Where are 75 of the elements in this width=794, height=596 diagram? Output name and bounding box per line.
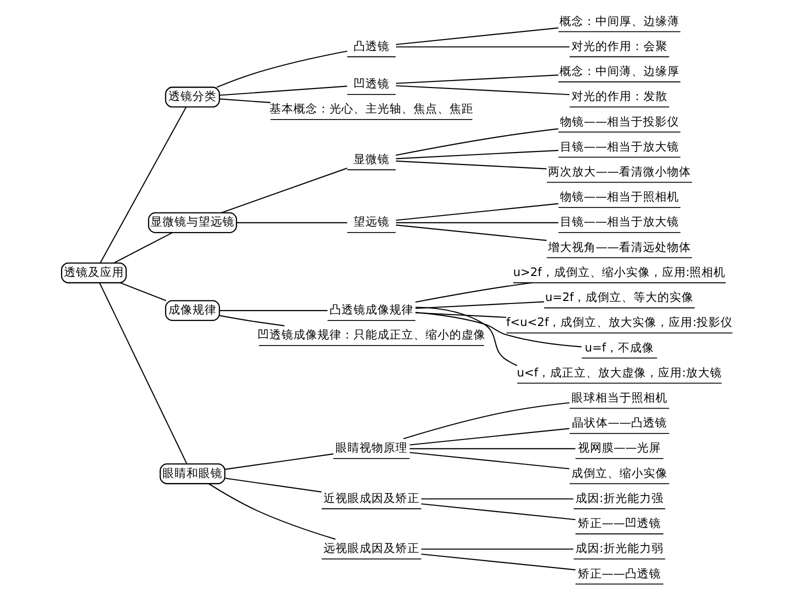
node-box: 成像规律: [165, 300, 220, 321]
connector: [396, 203, 558, 221]
connector: [421, 503, 576, 520]
connector: [396, 224, 547, 241]
node-text: f<u<2f，成倒立、放大实像，应用:投影仪: [506, 315, 733, 330]
node-text: 目镜——相当于放大镜: [560, 214, 680, 229]
connector: [120, 282, 166, 302]
node-text: 显微镜: [353, 152, 390, 166]
node-text: 物镜——相当于照相机: [560, 190, 680, 204]
node-text: 矫正——凹透镜: [578, 516, 662, 530]
connector: [100, 107, 186, 264]
node-text: 成因:折光能力弱: [575, 541, 664, 556]
node-text: u>2f，成倒立、缩小实像，应用:照相机: [513, 264, 726, 279]
connector: [114, 232, 173, 264]
connector: [208, 483, 336, 540]
node-text: 凹透镜: [353, 76, 390, 91]
node-text: 对光的作用：发散: [571, 89, 668, 104]
node-text: 成倒立、缩小实像: [571, 466, 668, 480]
node-text: 矫正——凸透镜: [578, 566, 662, 580]
connector: [99, 282, 188, 464]
connector: [221, 168, 348, 214]
connector: [415, 301, 544, 309]
node-text: 望远镜: [353, 214, 390, 229]
connector: [396, 128, 558, 156]
node-text: 眼睛视物原理: [335, 440, 408, 455]
connector: [421, 498, 574, 500]
node-text: 晶状体——凸透镜: [572, 416, 668, 430]
node-text: 概念：中间厚、边缘薄: [559, 14, 680, 28]
connector: [219, 315, 285, 326]
node-text: 近视眼成因及矫正: [323, 490, 420, 505]
connector: [410, 428, 570, 446]
node-text: 物镜——相当于投影仪: [560, 114, 680, 128]
node-text: 对光的作用：会聚: [571, 38, 668, 53]
node-text: 远视眼成因及矫正: [323, 541, 420, 556]
connector: [421, 548, 574, 550]
node-text: 凸透镜成像规律: [329, 302, 414, 317]
node-text: 眼球相当于照相机: [571, 390, 668, 404]
node-text: 增大视角——看清远处物体: [548, 240, 692, 254]
node-box: 眼睛和眼镜: [160, 463, 226, 484]
node-text: u=f，不成像: [584, 340, 654, 354]
connector: [403, 402, 570, 440]
connector: [396, 222, 558, 224]
connector: [225, 478, 322, 492]
connector: [216, 50, 348, 88]
connector: [421, 554, 576, 570]
node-text: 目镜——相当于放大镜: [560, 139, 680, 154]
connector: [415, 312, 506, 318]
connector: [225, 453, 334, 470]
connector: [220, 86, 348, 96]
node-text: 凸透镜: [353, 38, 390, 53]
node-text: 基本概念：光心、主光轴、焦点、焦距: [269, 102, 474, 116]
connector: [396, 74, 558, 84]
connector: [396, 160, 547, 170]
connector: [396, 85, 570, 96]
connector: [415, 312, 582, 348]
node-text: 视网膜——光屏: [578, 440, 662, 455]
connector: [410, 452, 570, 470]
node-box: 显微镜与望远镜: [148, 212, 238, 234]
connector: [396, 27, 558, 46]
connector: [415, 282, 532, 303]
node-box: 透镜及应用: [61, 262, 127, 284]
node-box: 透镜分类: [165, 86, 220, 108]
connector: [220, 98, 271, 104]
node-text: u=2f，成倒立、等大的实像: [545, 290, 694, 304]
connector: [220, 310, 328, 312]
connector: [416, 306, 518, 366]
node-text: 成因:折光能力强: [575, 490, 664, 505]
connector: [410, 448, 576, 450]
node-text: 概念：中间薄、边缘厚: [559, 64, 680, 78]
connector: [236, 222, 348, 224]
node-text: 两次放大——看清微小物体: [548, 164, 692, 178]
node-text: u<f，成正立、放大虚像，应用:放大镜: [516, 365, 722, 380]
node-text: 凹透镜成像规律：只能成正立、缩小的虚像: [257, 328, 486, 342]
connector: [396, 150, 558, 160]
connector: [396, 46, 570, 48]
